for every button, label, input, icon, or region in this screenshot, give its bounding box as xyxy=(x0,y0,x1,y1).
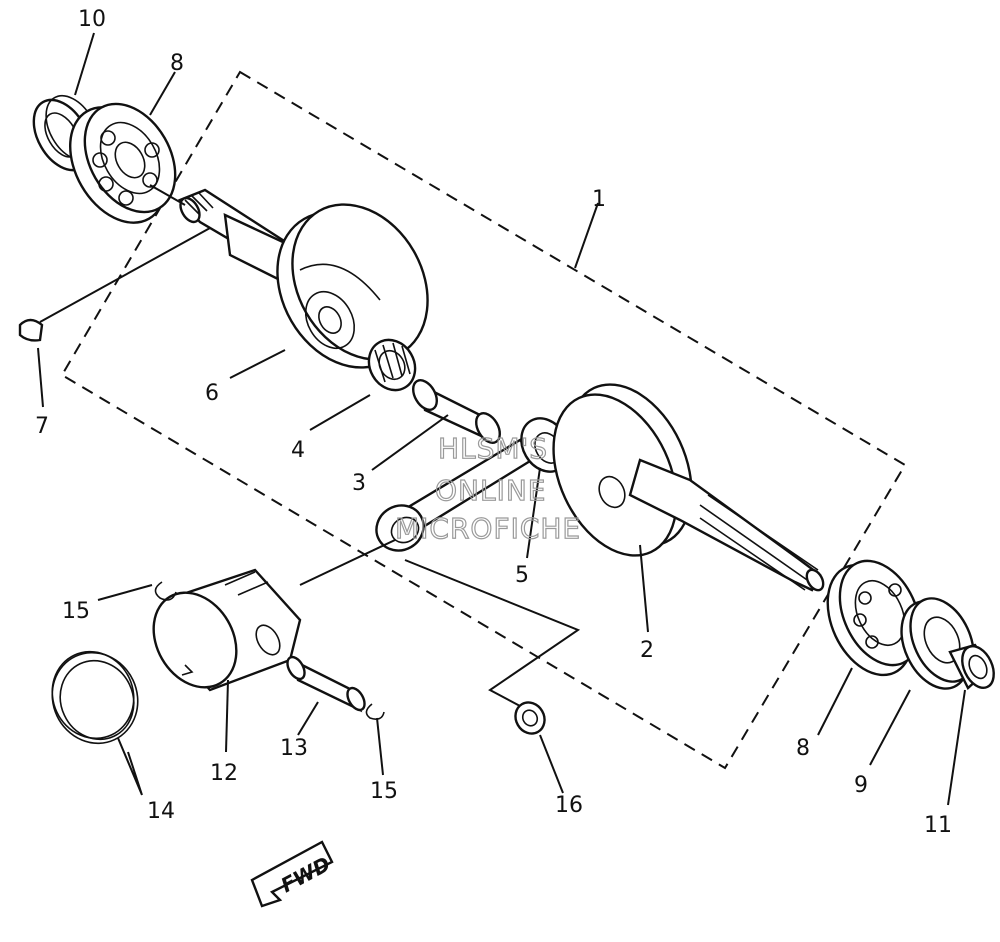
piston-pin xyxy=(286,655,366,713)
small-end-bearing xyxy=(514,701,546,735)
callout-4: 4 xyxy=(291,438,305,463)
assembly-line-bearing xyxy=(149,184,186,206)
left-crank-half xyxy=(177,188,429,369)
callout-10: 10 xyxy=(78,7,106,32)
callout-11: 11 xyxy=(924,813,952,838)
circlip-lower xyxy=(365,703,385,720)
callout-7: 7 xyxy=(35,414,49,439)
left-bearing xyxy=(69,102,177,224)
callout-15-left: 15 xyxy=(62,599,90,624)
callout-2: 2 xyxy=(640,638,654,663)
crank-pin xyxy=(412,379,501,444)
piston xyxy=(152,568,302,692)
callout-12: 12 xyxy=(210,761,238,786)
right-oil-seal xyxy=(900,597,975,690)
watermark-line-1: HLSM'S xyxy=(438,432,548,465)
crank-assembly-boundary xyxy=(60,70,907,770)
circlip-upper xyxy=(154,581,177,601)
piston-rings xyxy=(51,650,139,745)
callout-14: 14 xyxy=(147,799,175,824)
callout-3: 3 xyxy=(352,471,366,496)
callout-5: 5 xyxy=(515,563,529,588)
leader-lines xyxy=(37,32,966,806)
assembly-line-piston xyxy=(299,539,396,586)
callout-8-lower: 8 xyxy=(796,736,810,761)
callout-8-upper: 8 xyxy=(170,51,184,76)
callout-13: 13 xyxy=(280,736,308,761)
collar xyxy=(948,643,995,690)
callout-9: 9 xyxy=(854,773,868,798)
callout-16: 16 xyxy=(555,793,583,818)
callout-6: 6 xyxy=(205,381,219,406)
fwd-direction-arrow: FWD xyxy=(250,840,334,908)
right-bearing xyxy=(826,559,922,677)
woodruff-key xyxy=(18,318,44,342)
watermark-line-2: ONLINE xyxy=(435,474,546,507)
callout-15-right: 15 xyxy=(370,779,398,804)
callout-1: 1 xyxy=(592,187,606,212)
watermark-line-3: MICROFICHE xyxy=(395,512,581,545)
assembly-line-small-end xyxy=(404,559,581,707)
right-crank-half xyxy=(552,383,825,592)
assembly-line-key xyxy=(39,227,211,323)
crank-pin-bearing xyxy=(367,338,417,392)
